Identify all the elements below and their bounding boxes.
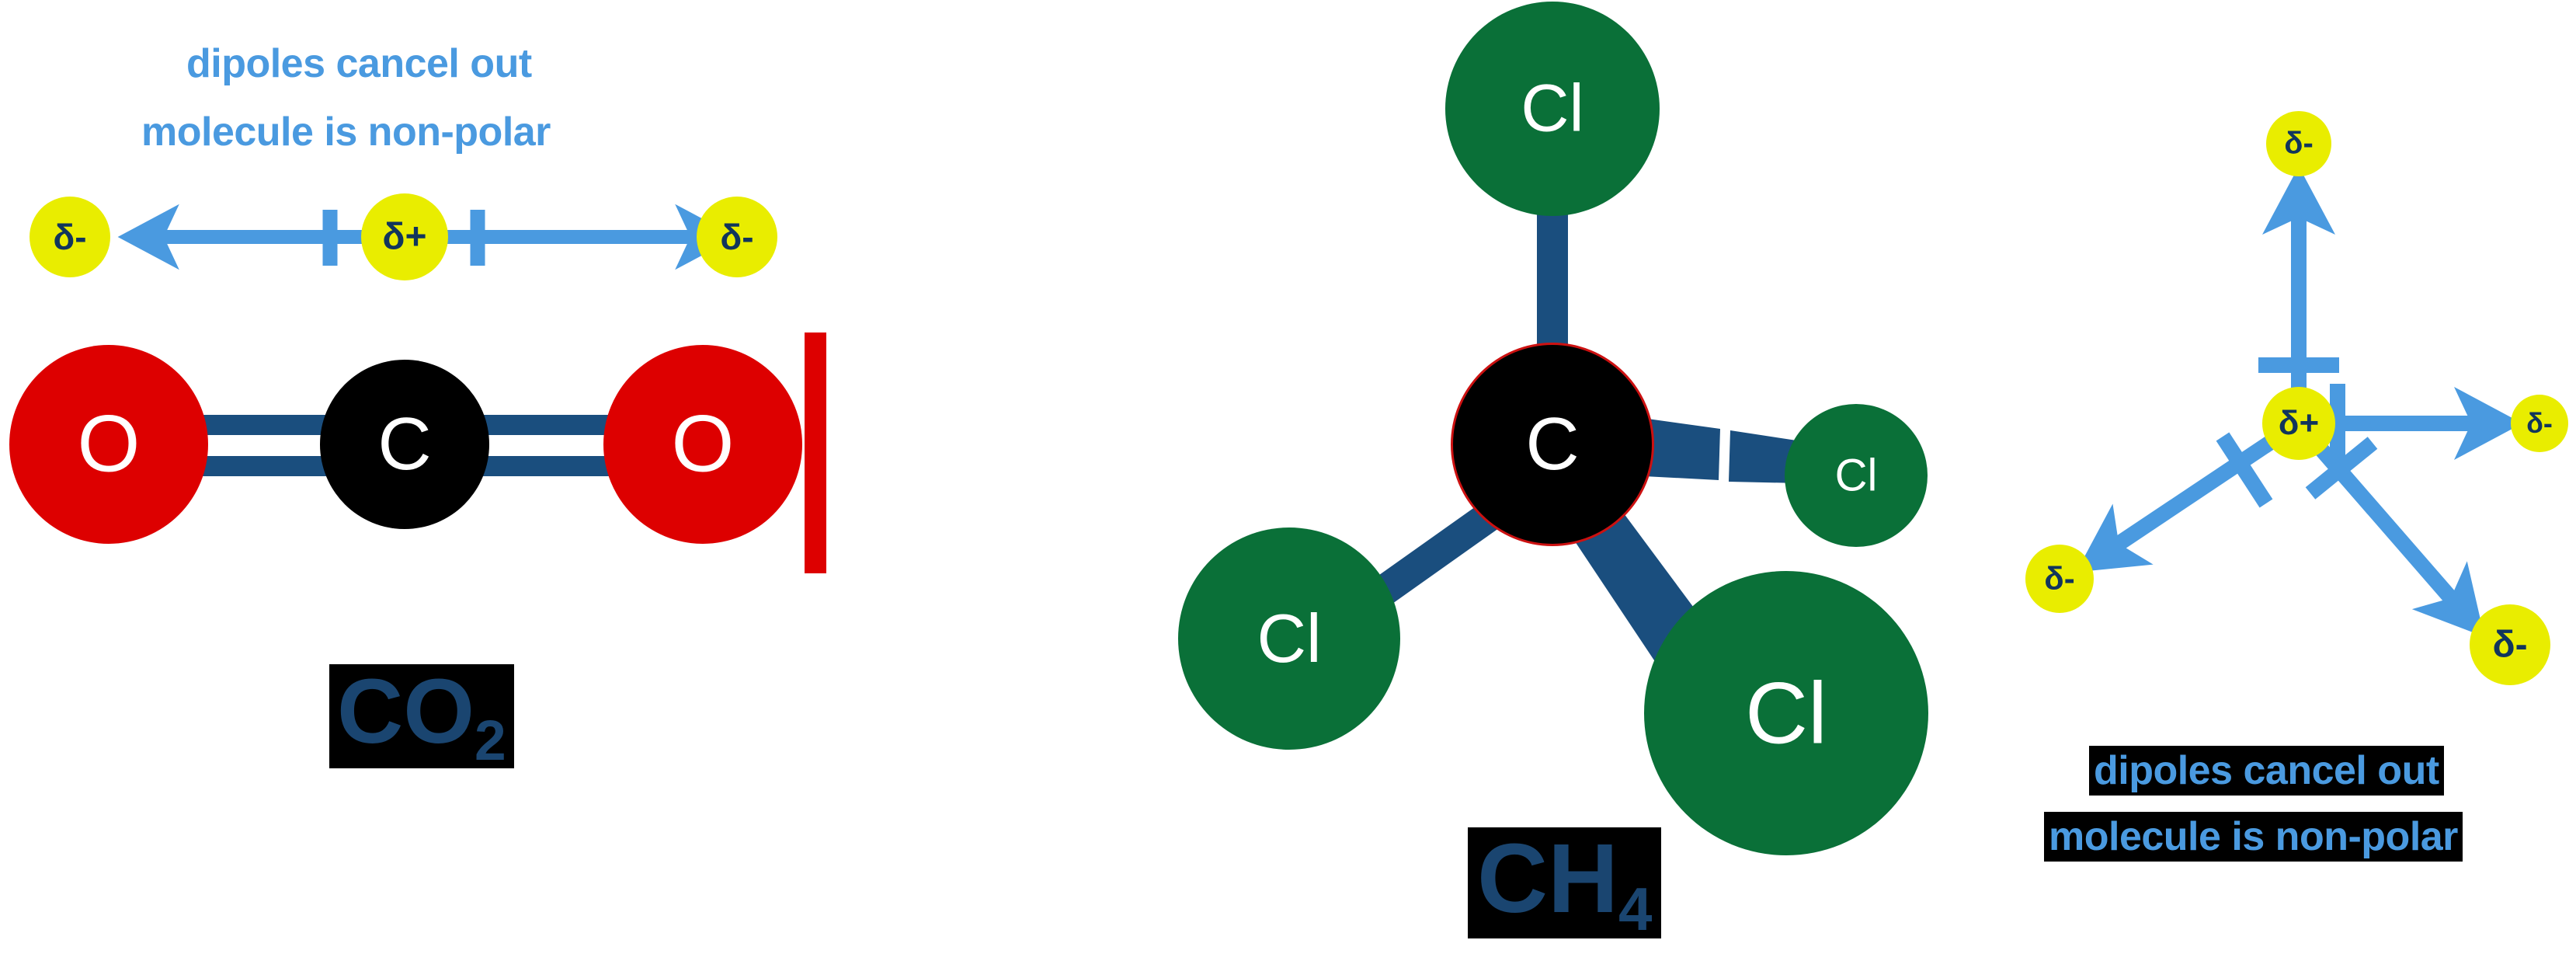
co2-edge-bar — [805, 333, 826, 573]
atom-chlorine-lower-right-front — [1644, 571, 1928, 855]
dipole-vector-diagram — [2025, 111, 2568, 685]
vector-caption-line-1: dipoles cancel out — [2089, 746, 2444, 796]
co2-ball-and-stick — [9, 333, 826, 573]
formula-co2-base: CO — [337, 660, 475, 763]
bond-c-cl-right-hash-2 — [1729, 430, 1802, 483]
formula-co2-subscript: 2 — [475, 708, 506, 772]
charge-circle-vec-lower-left — [2025, 545, 2094, 613]
atom-chlorine-lower-left — [1178, 527, 1400, 750]
co2-dipole-arrow-row — [30, 193, 777, 280]
co2-caption-line-2: molecule is non-polar — [141, 110, 551, 155]
formula-ch4: CH4 — [1468, 827, 1662, 939]
vector-caption-line-2: molecule is non-polar — [2044, 812, 2463, 862]
charge-circle-vec-center — [2262, 387, 2335, 460]
atom-oxygen-right — [603, 345, 802, 544]
atom-carbon-ccl4 — [1453, 345, 1652, 544]
charge-circle-vec-up — [2266, 111, 2331, 176]
atom-chlorine-top — [1445, 2, 1660, 216]
charge-circle-co2-center — [361, 193, 448, 280]
ccl4-ball-and-stick — [1178, 2, 1928, 855]
charge-circle-co2-left — [30, 197, 110, 277]
formula-ch4-subscript: 4 — [1618, 875, 1653, 944]
atom-carbon-co2 — [320, 360, 489, 529]
atom-chlorine-right-back — [1785, 404, 1928, 547]
formula-ch4-base: CH — [1477, 823, 1618, 933]
formula-co2: CO2 — [329, 664, 514, 769]
dipole-vector-lower-right-crossbar — [2305, 437, 2378, 500]
co2-caption-line-1: dipoles cancel out — [186, 41, 532, 86]
charge-circle-vec-lower-right — [2470, 604, 2550, 685]
charge-circle-vec-right — [2511, 395, 2568, 452]
dipole-vector-lower-right — [2293, 418, 2485, 637]
atom-oxygen-left — [9, 345, 208, 544]
dipole-vector-lower-left — [2076, 416, 2303, 573]
dipole-vector-lower-left-crossbar — [2216, 432, 2273, 508]
charge-circle-co2-right — [697, 197, 777, 277]
